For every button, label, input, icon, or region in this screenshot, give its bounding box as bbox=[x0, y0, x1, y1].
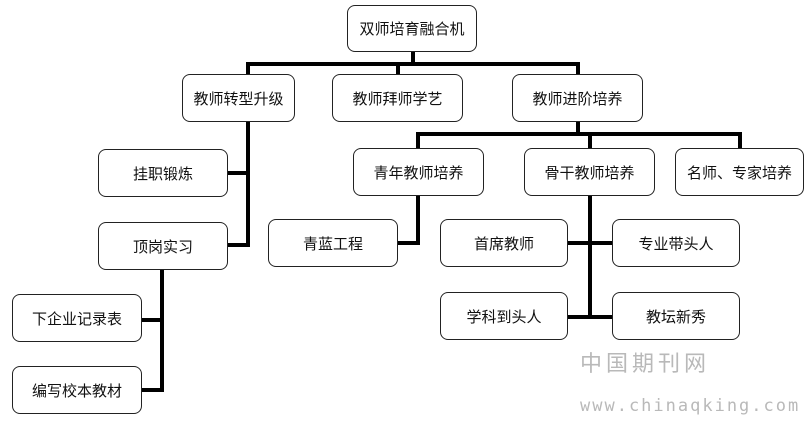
watermark-site-name: 中国期刊网 bbox=[580, 352, 711, 377]
node-dinggang: 顶岗实习 bbox=[98, 222, 228, 270]
node-zhuanye: 专业带头人 bbox=[612, 219, 740, 267]
node-xiaqiye: 下企业记录表 bbox=[12, 294, 142, 342]
node-shouxi: 首席教师 bbox=[440, 219, 568, 267]
watermark-url: www.chinaqking.com bbox=[580, 396, 801, 416]
node-xueke: 学科到头人 bbox=[440, 292, 568, 340]
node-guazhi: 挂职锻炼 bbox=[98, 149, 228, 197]
node-gugan: 骨干教师培养 bbox=[524, 148, 655, 196]
node-bianxie: 编写校本教材 bbox=[12, 366, 142, 414]
node-root: 双师培育融合机 bbox=[347, 5, 477, 52]
node-mingshi: 名师、专家培养 bbox=[675, 148, 804, 196]
node-apprentice: 教师拜师学艺 bbox=[332, 74, 463, 122]
node-transform: 教师转型升级 bbox=[182, 74, 295, 122]
node-jiaotan: 教坛新秀 bbox=[612, 292, 740, 340]
node-qinglan: 青蓝工程 bbox=[268, 219, 398, 267]
node-qingnian: 青年教师培养 bbox=[353, 148, 484, 196]
node-advance: 教师进阶培养 bbox=[512, 74, 643, 122]
